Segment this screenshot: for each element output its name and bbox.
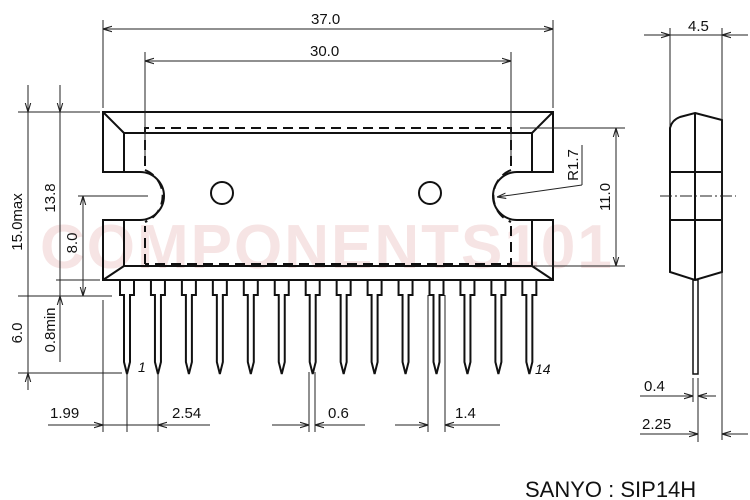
- mounting-hole-right: [418, 181, 442, 205]
- label-lead-thickness: 0.4: [644, 378, 665, 395]
- dimension-left: 15.0max 13.8 8.0 6.0 0.8min: [9, 85, 148, 390]
- dimension-overall-length: 37.0: [102, 11, 554, 108]
- svg-text:37.0: 37.0: [311, 11, 340, 28]
- svg-text:R1.7: R1.7: [565, 149, 582, 181]
- label-side-thickness: 4.5: [688, 18, 709, 35]
- pin-3: [180, 280, 197, 375]
- side-view: 4.5 0.4 2.25: [640, 18, 748, 442]
- pin-14: [521, 280, 538, 375]
- package-label: SANYO : SIP14H: [525, 477, 696, 500]
- dimension-notch-radius: R1.7: [497, 145, 583, 197]
- dimension-inner-height: 11.0: [520, 127, 625, 267]
- label-notch-height: 8.0: [64, 233, 81, 254]
- pin-9: [366, 280, 383, 375]
- pins: [119, 280, 538, 375]
- pin-10: [397, 280, 414, 375]
- pin-11: [428, 280, 445, 375]
- label-shoulder-width: 1.4: [455, 405, 476, 422]
- pin-12: [459, 280, 476, 375]
- label-standoff: 0.8min: [42, 307, 59, 352]
- pin-6: [273, 280, 290, 375]
- label-first-pin-offset: 1.99: [50, 405, 79, 422]
- pin-1: [119, 280, 135, 375]
- watermark: COMPONENTS101: [40, 213, 614, 282]
- dimension-hole-spacing: 30.0: [144, 43, 512, 160]
- label-height-max: 15.0max: [9, 193, 26, 251]
- pin-13: [490, 280, 507, 375]
- label-lead-length: 6.0: [9, 323, 26, 344]
- label-body-height: 13.8: [42, 183, 59, 212]
- pin-7: [304, 280, 321, 375]
- pin-14-label: 14: [535, 361, 551, 377]
- svg-text:11.0: 11.0: [597, 183, 614, 211]
- svg-text:30.0: 30.0: [310, 43, 339, 60]
- pin-2: [149, 280, 166, 375]
- pin-1-label: 1: [138, 359, 146, 375]
- pin-8: [335, 280, 352, 375]
- pin-4: [211, 280, 228, 375]
- label-lead-offset: 2.25: [642, 416, 671, 433]
- mounting-hole-left: [210, 181, 234, 205]
- dimension-bottom: 1.99 2.54 0.6 1.4: [48, 295, 500, 432]
- label-pin-pitch: 2.54: [172, 405, 201, 422]
- label-pin-width: 0.6: [328, 405, 349, 422]
- pin-5: [242, 280, 259, 375]
